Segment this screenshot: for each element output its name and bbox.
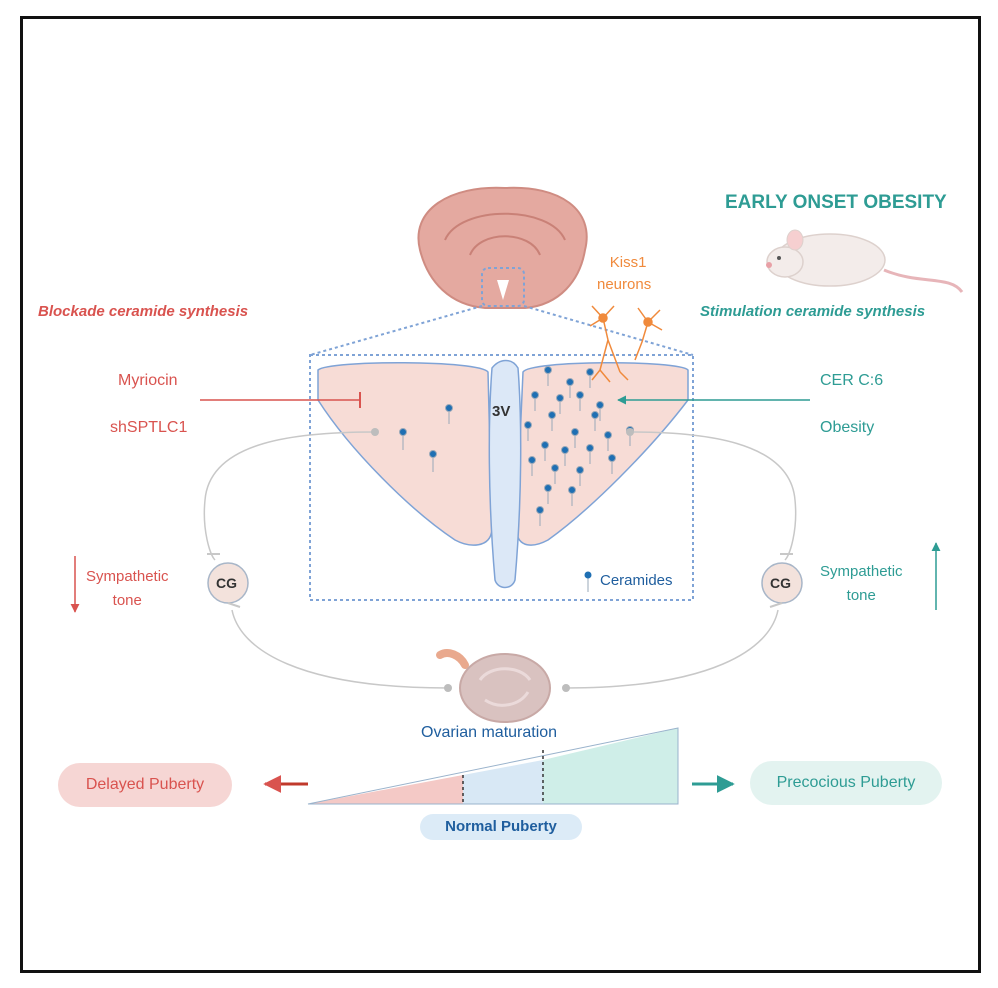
zoom-box bbox=[309, 354, 694, 601]
early-onset-obesity-title: EARLY ONSET OBESITY bbox=[725, 192, 947, 213]
left-hypothalamus bbox=[317, 362, 493, 546]
ovarian-maturation-label: Ovarian maturation bbox=[421, 724, 558, 741]
ceramide-dot bbox=[524, 421, 532, 429]
sympathetic-tone-right-line2: tone bbox=[846, 587, 876, 604]
precocious-puberty-pill: Precocious Puberty bbox=[750, 761, 942, 805]
sympathetic-tone-left: Sympathetic tone bbox=[86, 565, 169, 613]
ceramide-dot bbox=[576, 466, 584, 474]
ovary-illustration bbox=[436, 649, 551, 723]
kiss1-line2: neurons bbox=[597, 276, 652, 293]
right-hypothalamus bbox=[515, 362, 689, 546]
kiss1-line1: Kiss1 bbox=[609, 254, 647, 271]
blockade-label: Blockade ceramide synthesis bbox=[38, 303, 249, 320]
ceramide-dot bbox=[608, 454, 616, 462]
ceramide-dot bbox=[556, 394, 564, 402]
ceramides-legend-label: Ceramides bbox=[600, 572, 673, 589]
kiss1-neurons-illustration bbox=[589, 305, 663, 383]
normal-puberty-pill: Normal Puberty bbox=[420, 814, 582, 840]
ceramide-legend-icon bbox=[584, 571, 592, 579]
ceramide-dot bbox=[571, 428, 579, 436]
ceramide-dot bbox=[551, 464, 559, 472]
ceramide-dot bbox=[544, 484, 552, 492]
ceramide-dot bbox=[561, 446, 569, 454]
ceramides-left bbox=[399, 404, 453, 472]
ceramide-dot bbox=[591, 411, 599, 419]
ceramide-dot bbox=[586, 444, 594, 452]
myriocin-label: Myriocin bbox=[118, 372, 178, 389]
ceramide-dot bbox=[536, 506, 544, 514]
ceramides-right bbox=[524, 366, 634, 526]
sympathetic-tone-right: Sympathetic tone bbox=[820, 560, 903, 608]
sympathetic-tone-right-line1: Sympathetic bbox=[820, 563, 903, 580]
sympathetic-tone-left-line1: Sympathetic bbox=[86, 568, 169, 585]
ceramide-dot bbox=[596, 401, 604, 409]
third-ventricle-label: 3V bbox=[492, 403, 511, 420]
kiss1-label: Kiss1 neurons bbox=[597, 252, 651, 296]
ceramide-dot bbox=[528, 456, 536, 464]
shsptlc1-label: shSPTLC1 bbox=[110, 419, 188, 436]
mouse-illustration bbox=[766, 229, 964, 293]
brain-illustration bbox=[417, 186, 588, 309]
puberty-wedge bbox=[307, 727, 679, 805]
ceramide-dot bbox=[568, 486, 576, 494]
ceramide-dot bbox=[604, 431, 612, 439]
ceramide-dot bbox=[576, 391, 584, 399]
ceramide-dot bbox=[531, 391, 539, 399]
ceramide-dot bbox=[566, 378, 574, 386]
third-ventricle bbox=[488, 359, 522, 589]
ceramide-dot bbox=[586, 368, 594, 376]
stimulation-label: Stimulation ceramide synthesis bbox=[700, 303, 926, 320]
ceramide-dot bbox=[544, 366, 552, 374]
delayed-puberty-pill: Delayed Puberty bbox=[58, 763, 232, 807]
sympathetic-tone-left-line2: tone bbox=[112, 592, 142, 609]
ceramide-dot bbox=[541, 441, 549, 449]
cg-right-label: CG bbox=[770, 575, 791, 591]
obesity-label: Obesity bbox=[820, 419, 875, 436]
cg-left-label: CG bbox=[216, 575, 237, 591]
ceramide-dot bbox=[548, 411, 556, 419]
cer-c6-label: CER C:6 bbox=[820, 372, 884, 389]
